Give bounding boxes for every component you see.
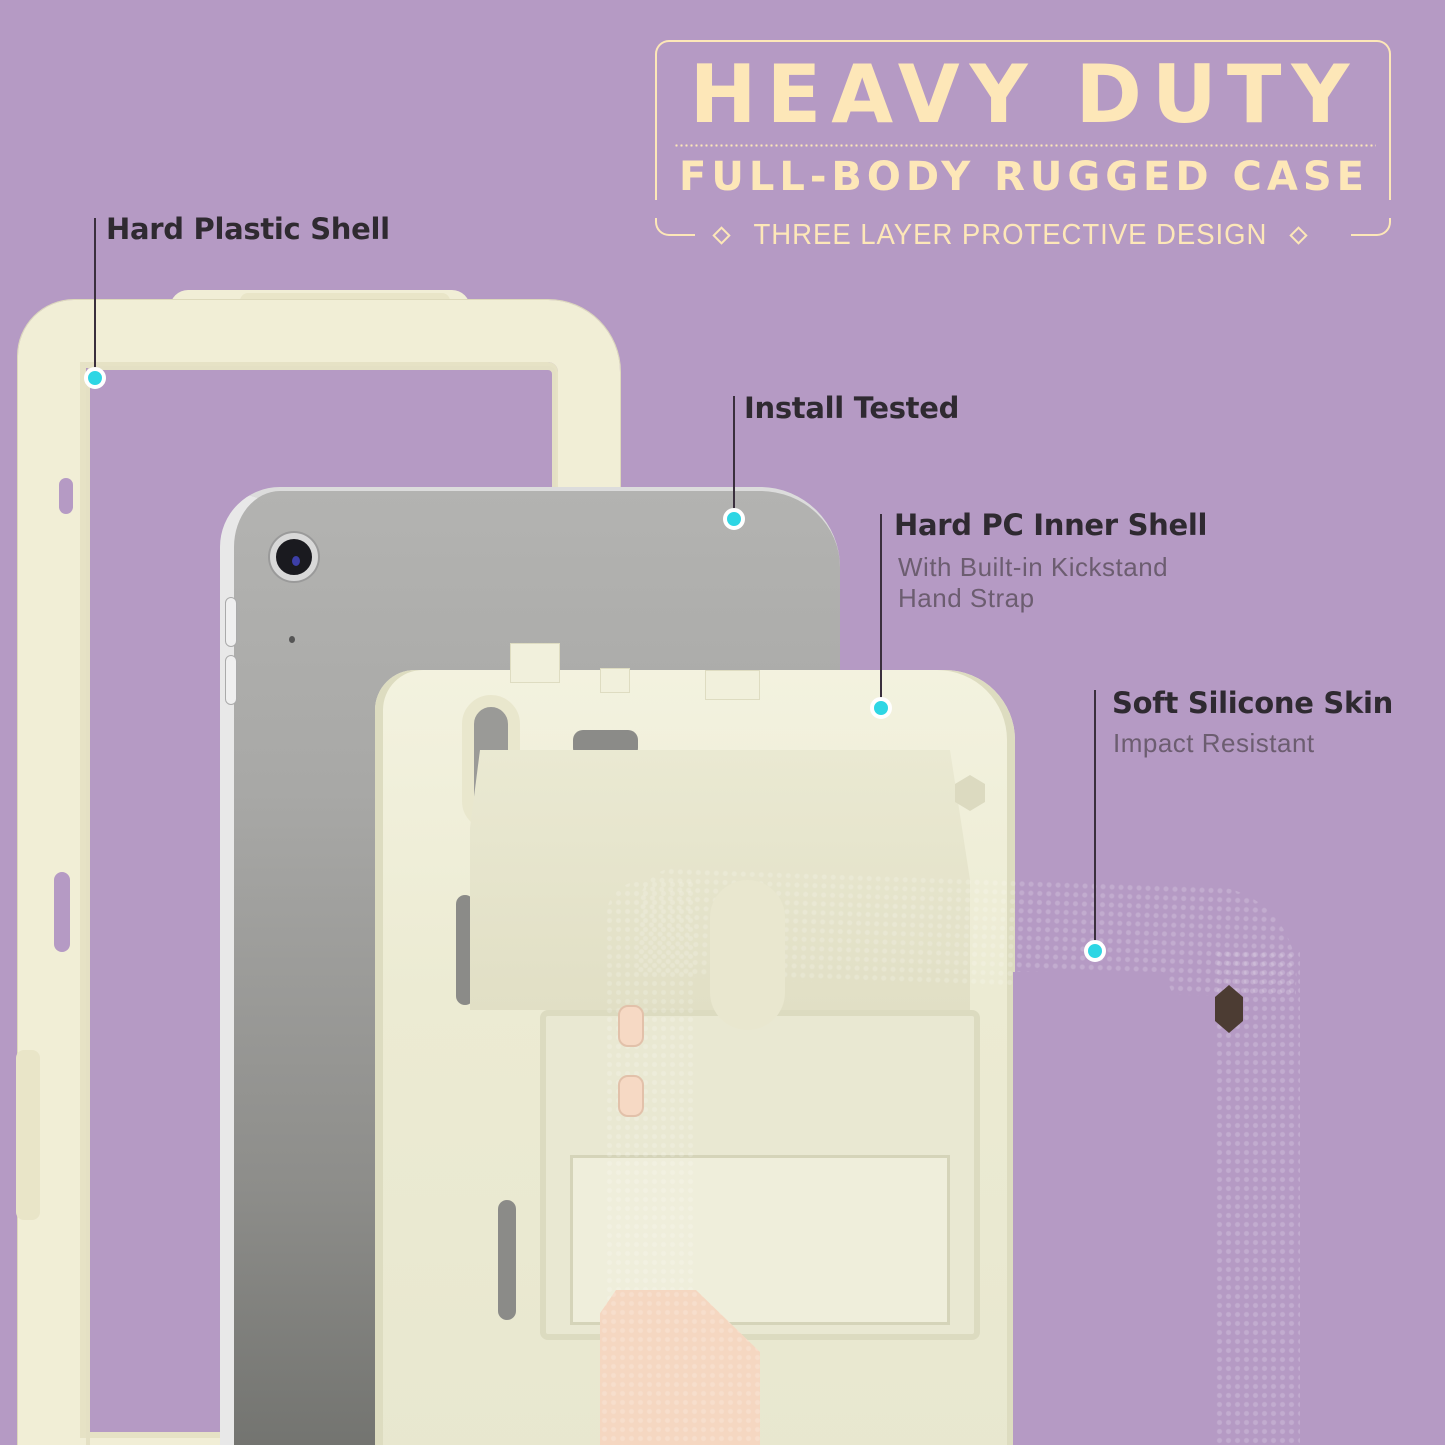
callout-line	[733, 396, 735, 516]
plastic-shell-cutout	[59, 478, 73, 514]
callout-dot	[870, 697, 892, 719]
callout-subtitle: Impact Resistant	[1113, 728, 1315, 758]
subheadline: FULL-BODY RUGGED CASE	[679, 154, 1369, 200]
silicone-skin-window	[1013, 972, 1213, 1445]
dotted-separator	[674, 144, 1376, 147]
ipad-volume-button	[225, 597, 237, 647]
silicone-button-cover	[618, 1075, 644, 1117]
plastic-shell-side-clip	[16, 1050, 40, 1220]
title-frame-mask	[652, 200, 1394, 240]
headline: HEAVY DUTY	[689, 48, 1360, 141]
inner-shell-top-tab	[705, 670, 760, 700]
callout-title-hard-plastic-shell: Hard Plastic Shell	[106, 212, 390, 246]
callout-line	[1094, 690, 1096, 945]
ipad-volume-button	[225, 655, 237, 705]
tagline-row: THREE LAYER PROTECTIVE DESIGN	[700, 216, 1320, 254]
diamond-outline-icon	[1289, 225, 1309, 245]
callout-dot	[723, 508, 745, 530]
diamond-outline-icon	[711, 225, 731, 245]
tagline: THREE LAYER PROTECTIVE DESIGN	[753, 218, 1267, 251]
title-frame-corner-left	[655, 218, 695, 236]
callout-title-install-tested: Install Tested	[744, 391, 960, 425]
callout-line	[880, 514, 882, 704]
plastic-shell-cutout	[54, 872, 70, 952]
callout-subtitle: Hand Strap	[898, 583, 1035, 613]
callout-dot	[84, 367, 106, 389]
title-frame-corner-right	[1351, 218, 1391, 236]
inner-shell-top-tab	[510, 643, 560, 683]
callout-title-hard-pc-inner-shell: Hard PC Inner Shell	[894, 508, 1208, 542]
camera-icon	[270, 533, 318, 581]
inner-shell-side-slot	[456, 895, 474, 1005]
callout-dot	[1084, 940, 1106, 962]
microphone-icon	[289, 636, 295, 643]
silicone-skin-camera-hole	[710, 880, 785, 1030]
strap-anchor-hex-icon	[955, 775, 985, 811]
camera-lens-icon	[292, 556, 300, 566]
title-frame	[655, 40, 1391, 236]
callout-line	[94, 218, 96, 378]
callout-subtitle: With Built-in Kickstand	[898, 552, 1169, 582]
inner-shell-top-tab	[600, 668, 630, 693]
silicone-button-cover	[618, 1005, 644, 1047]
callout-title-soft-silicone-skin: Soft Silicone Skin	[1112, 686, 1393, 720]
inner-shell-side-slot	[498, 1200, 516, 1320]
